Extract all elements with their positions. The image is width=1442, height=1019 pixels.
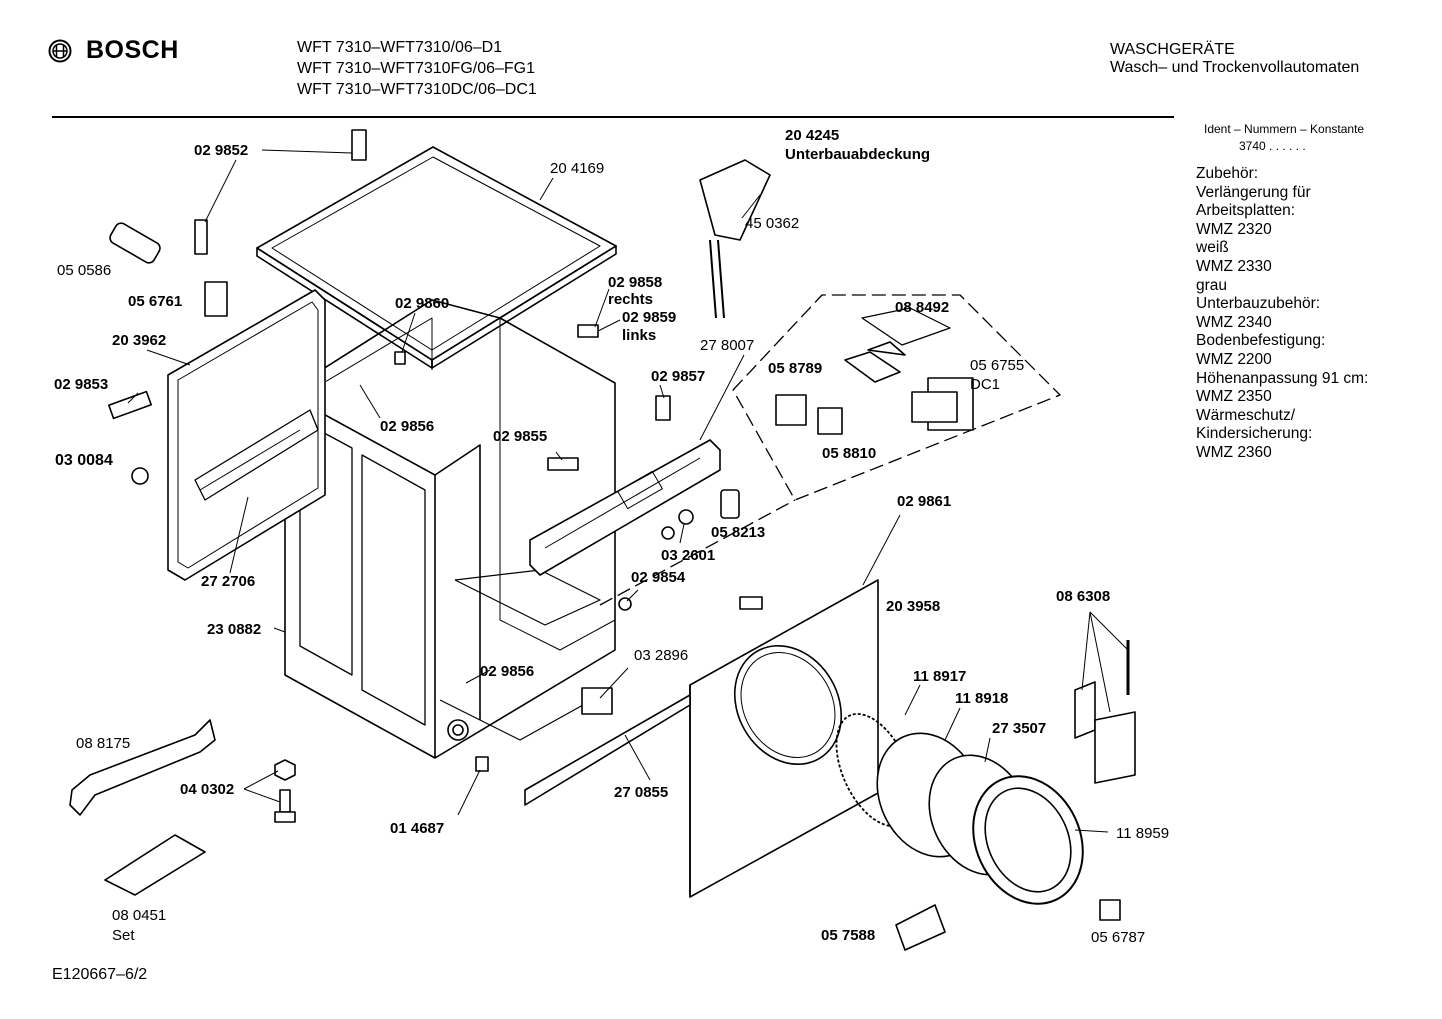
part-note-080451: Set bbox=[112, 927, 135, 944]
part-side-029859: links bbox=[622, 327, 657, 344]
part-label-057588: 05 7588 bbox=[821, 927, 876, 944]
accessory-line: WMZ 2340 bbox=[1196, 313, 1272, 331]
part-label-029860: 02 9860 bbox=[395, 295, 450, 312]
accessory-line: Arbeitsplatten: bbox=[1196, 202, 1296, 220]
brand-name: BOSCH bbox=[86, 36, 179, 64]
part-label-029852: 02 9852 bbox=[194, 142, 249, 159]
part-label-058213: 05 8213 bbox=[711, 524, 766, 541]
part-label-056755: 05 6755 bbox=[970, 357, 1025, 374]
part-label-272706: 27 2706 bbox=[201, 573, 256, 590]
model-line-3: WFT 7310–WFT7310DC/06–DC1 bbox=[297, 81, 537, 98]
accessory-line: WMZ 2320 bbox=[1196, 220, 1272, 238]
part-label-050586: 05 0586 bbox=[57, 262, 112, 279]
accessory-line: Wärmeschutz/ bbox=[1196, 406, 1296, 424]
category-title: WASCHGERÄTE bbox=[1110, 41, 1235, 58]
side-panel-drawing bbox=[167, 289, 326, 581]
part-label-058789: 05 8789 bbox=[768, 360, 823, 377]
part-label-029856-top: 02 9856 bbox=[380, 418, 435, 435]
model-line-1: WFT 7310–WFT7310/06–D1 bbox=[297, 39, 503, 56]
accessory-line: Höhenanpassung 91 cm: bbox=[1196, 369, 1369, 387]
part-label-029858: 02 9858 bbox=[608, 274, 663, 291]
accessory-line: Verlängerung für bbox=[1196, 183, 1311, 201]
part-label-450362: 45 0362 bbox=[745, 215, 800, 232]
header-divider bbox=[52, 116, 1174, 118]
drawing-id: E120667–6/2 bbox=[52, 966, 148, 983]
accessory-line: WMZ 2200 bbox=[1196, 350, 1272, 368]
accessory-line: Unterbauzubehör: bbox=[1196, 295, 1321, 313]
part-label-058810: 05 8810 bbox=[822, 445, 877, 462]
transformer-drawing bbox=[911, 377, 974, 431]
power-plug-drawing bbox=[699, 159, 771, 319]
part-058810-drawing bbox=[817, 407, 843, 435]
part-label-040302: 04 0302 bbox=[180, 781, 235, 798]
part-label-203958: 20 3958 bbox=[886, 598, 941, 615]
part-label-203962: 20 3962 bbox=[112, 332, 167, 349]
ident-heading: Ident – Nummern – Konstante bbox=[1204, 122, 1365, 136]
part-label-029854: 02 9854 bbox=[631, 569, 686, 586]
part-label-029859: 02 9859 bbox=[622, 309, 677, 326]
part-label-204169: 20 4169 bbox=[550, 160, 605, 177]
part-label-270855: 27 0855 bbox=[614, 784, 669, 801]
part-variant-056755: DC1 bbox=[970, 376, 1001, 393]
part-label-278007: 27 8007 bbox=[700, 337, 755, 354]
part-label-014687: 01 4687 bbox=[390, 820, 445, 837]
model-line-2: WFT 7310–WFT7310FG/06–FG1 bbox=[297, 60, 536, 77]
part-label-029861: 02 9861 bbox=[897, 493, 952, 510]
bosch-logo-icon bbox=[48, 39, 72, 62]
accessory-line: WMZ 2330 bbox=[1196, 257, 1272, 275]
part-label-029856-bottom: 02 9856 bbox=[480, 663, 535, 680]
part-label-029855: 02 9855 bbox=[493, 428, 548, 445]
part-label-086308: 08 6308 bbox=[1056, 588, 1111, 605]
category-subtitle: Wasch– und Trockenvollautomaten bbox=[1110, 59, 1360, 76]
part-label-032601: 03 2601 bbox=[661, 547, 716, 564]
accessory-line: Kindersicherung: bbox=[1196, 425, 1313, 443]
part-label-273507: 27 3507 bbox=[992, 720, 1047, 737]
accessory-line: WMZ 2360 bbox=[1196, 443, 1272, 461]
part-label-230882: 23 0882 bbox=[207, 621, 262, 638]
part-080451-drawing bbox=[104, 834, 206, 896]
part-side-029858: rechts bbox=[608, 291, 654, 308]
part-label-080451: 08 0451 bbox=[112, 907, 167, 924]
part-label-204245: 20 4245 bbox=[785, 127, 840, 144]
part-label-029853: 02 9853 bbox=[54, 376, 109, 393]
part-label-088175: 08 8175 bbox=[76, 735, 131, 752]
part-label-056787: 05 6787 bbox=[1091, 929, 1146, 946]
part-label-118917: 11 8917 bbox=[913, 668, 967, 685]
control-panel-drawing bbox=[529, 439, 721, 576]
part-name-204245: Unterbauabdeckung bbox=[785, 146, 931, 163]
part-label-030084: 03 0084 bbox=[55, 452, 113, 469]
accessory-line: Bodenbefestigung: bbox=[1196, 332, 1326, 350]
part-label-056761: 05 6761 bbox=[128, 293, 183, 310]
ident-code: 3740 . . . . . . bbox=[1239, 139, 1306, 153]
accessory-line: weiß bbox=[1196, 239, 1229, 257]
accessory-line: grau bbox=[1196, 276, 1228, 294]
part-050586-drawing bbox=[109, 222, 161, 264]
part-270855-drawing bbox=[524, 694, 691, 806]
part-058213-drawing bbox=[720, 489, 740, 519]
part-label-118959: 11 8959 bbox=[1116, 825, 1170, 842]
part-label-032896: 03 2896 bbox=[634, 647, 689, 664]
accessory-list: Zubehör: Verlängerung für Arbeitsplatten… bbox=[1196, 165, 1368, 463]
wrench-drawing bbox=[69, 719, 216, 816]
part-label-118918: 11 8918 bbox=[955, 690, 1009, 707]
accessory-line: WMZ 2350 bbox=[1196, 388, 1272, 406]
part-label-029857: 02 9857 bbox=[651, 368, 706, 385]
front-panel-drawing bbox=[689, 579, 879, 898]
part-058789-drawing bbox=[775, 394, 807, 426]
accessory-line: Zubehör: bbox=[1196, 165, 1259, 182]
brand-block: BOSCH bbox=[48, 36, 179, 65]
part-label-088492: 08 8492 bbox=[895, 299, 950, 316]
